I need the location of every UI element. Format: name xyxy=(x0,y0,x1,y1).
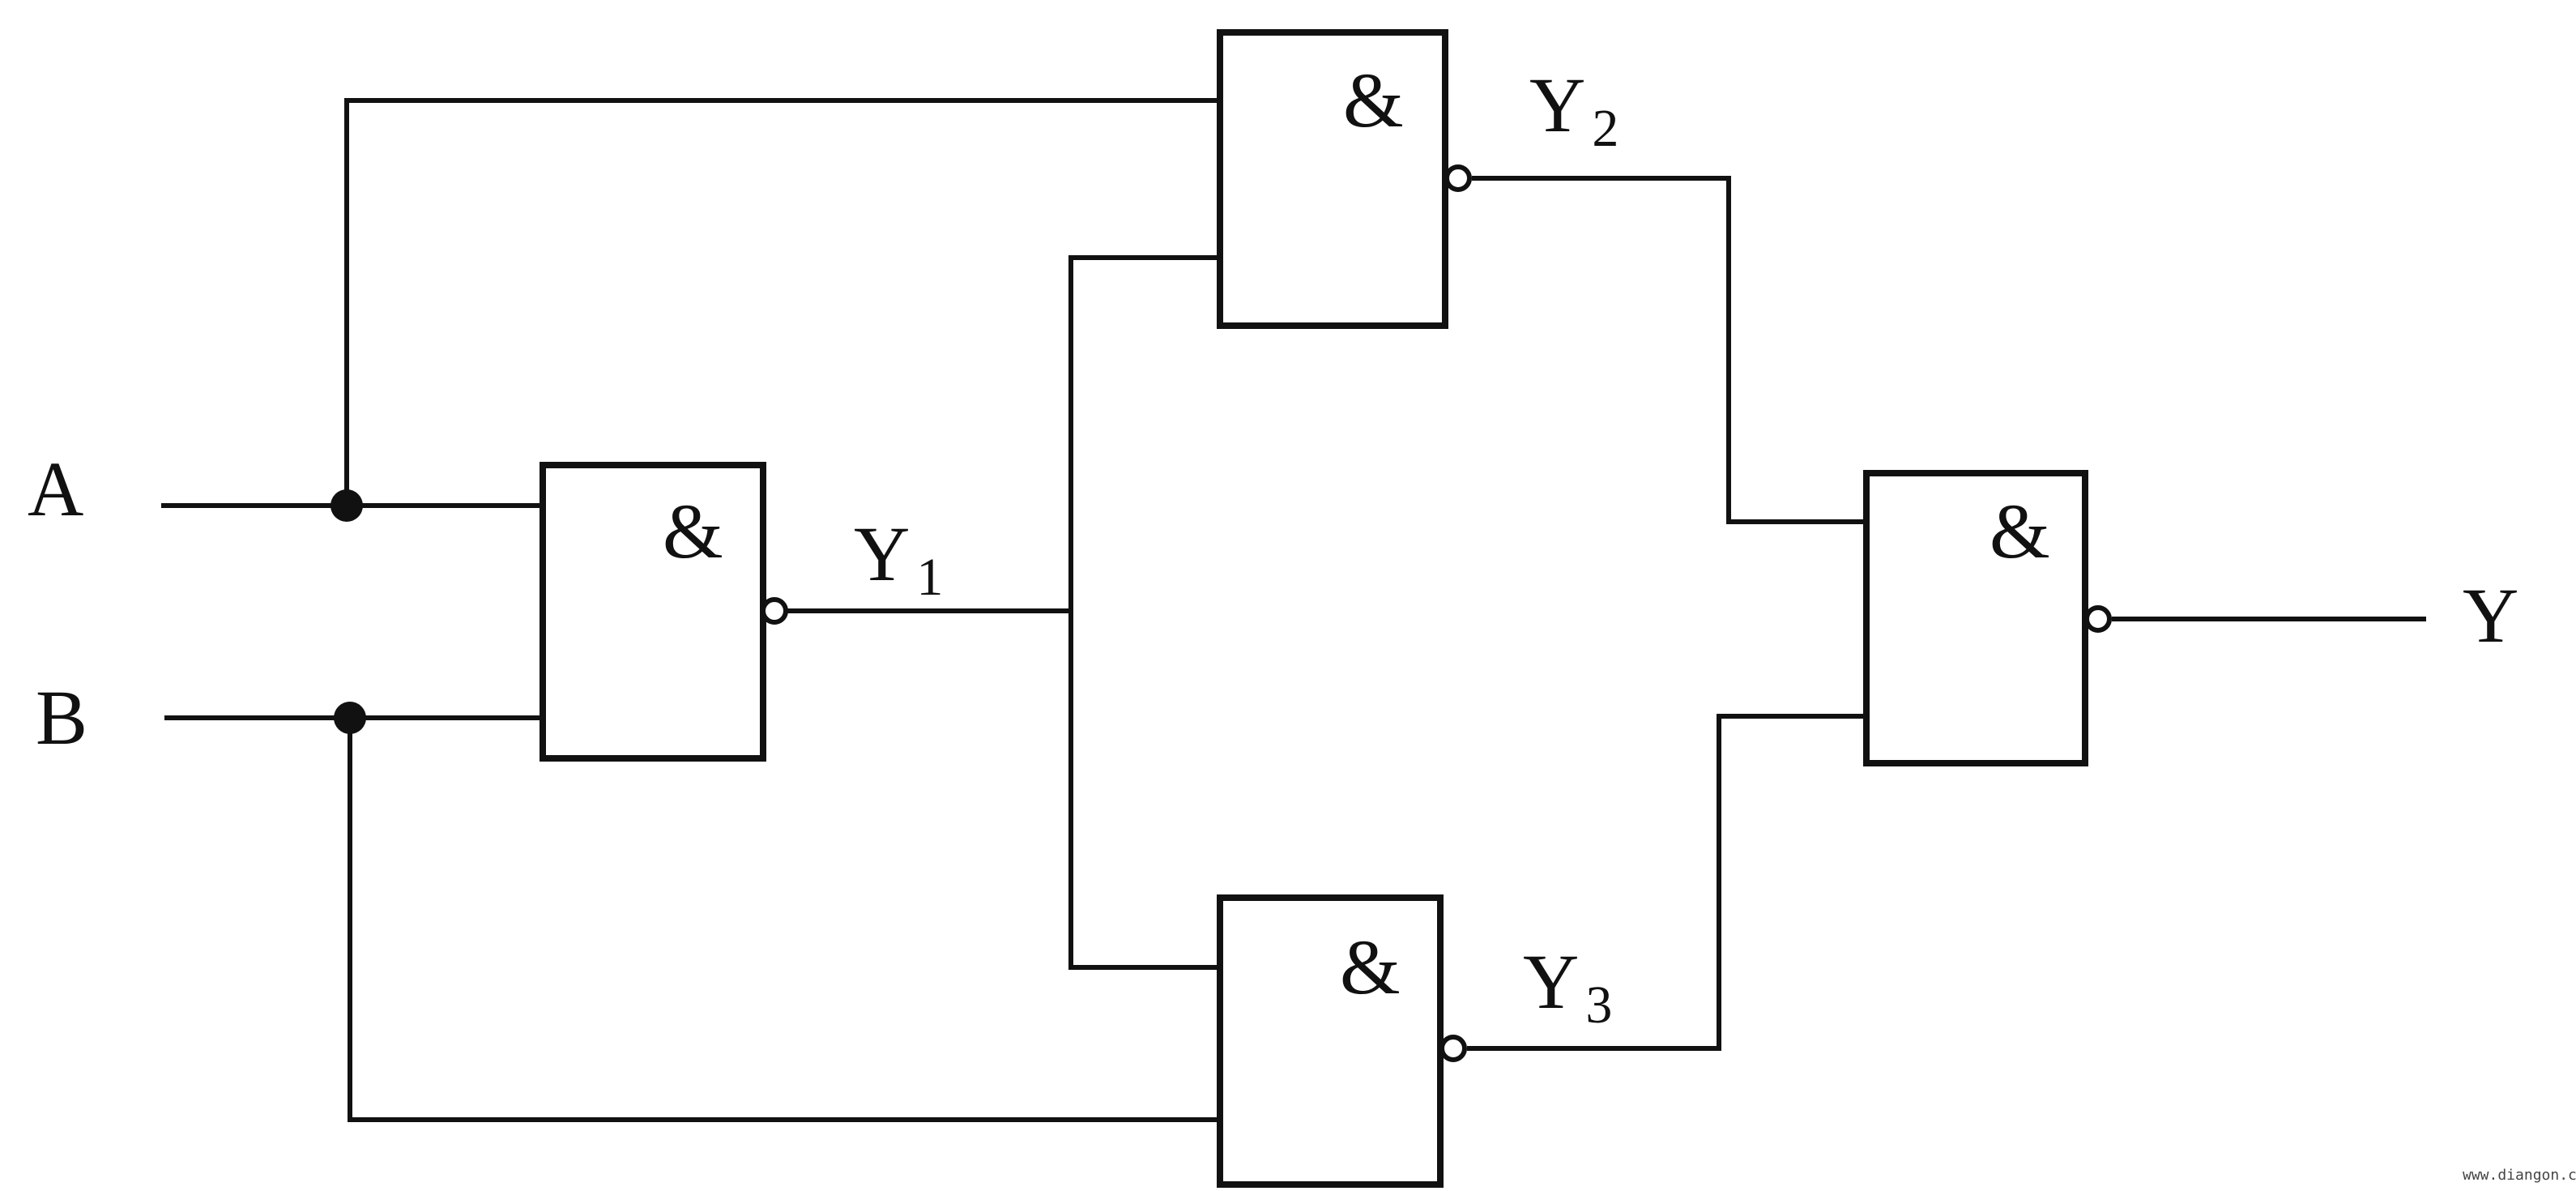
wire-y3 xyxy=(1467,714,1869,1051)
signal-y3-sub: 3 xyxy=(1585,975,1612,1035)
output-label-y: Y xyxy=(2463,572,2518,659)
signal-y2-sub: 2 xyxy=(1592,99,1619,158)
wire-input-b xyxy=(164,715,1222,1122)
nand-gate-3: & xyxy=(1217,894,1467,1188)
wire-y1 xyxy=(780,255,1222,970)
gate-1-inversion-bubble xyxy=(761,597,788,625)
input-label-a: A xyxy=(28,446,83,532)
gate-4-body xyxy=(1863,470,2088,766)
wire-y2 xyxy=(1472,176,1869,524)
junction-b xyxy=(334,702,366,734)
signal-y2-main: Y xyxy=(1529,62,1585,148)
input-label-b: B xyxy=(36,674,87,761)
nand-gate-2: & xyxy=(1217,29,1472,329)
nand-gate-4: & xyxy=(1863,470,2112,766)
gate-2-symbol: & xyxy=(1343,57,1404,143)
gate-3-body xyxy=(1217,894,1444,1188)
gate-1-body xyxy=(540,462,766,762)
signal-y1-main: Y xyxy=(854,510,910,597)
gate-4-symbol: & xyxy=(1990,488,2050,574)
signal-label-y2: Y 2 xyxy=(1529,62,1619,158)
signal-label-y1: Y 1 xyxy=(854,510,943,607)
gate-3-inversion-bubble xyxy=(1439,1035,1467,1062)
signal-y1-sub: 1 xyxy=(916,548,943,607)
gate-3-symbol: & xyxy=(1340,924,1401,1010)
signal-y3-main: Y xyxy=(1523,938,1579,1025)
junction-a xyxy=(331,489,363,522)
signal-label-y3: Y 3 xyxy=(1523,938,1612,1035)
gate-2-inversion-bubble xyxy=(1444,164,1472,192)
gate-2-body xyxy=(1217,29,1448,329)
nand-gate-1: & xyxy=(540,462,788,762)
wire-input-a xyxy=(161,98,1222,508)
gate-4-inversion-bubble xyxy=(2084,605,2112,633)
watermark-text: www.diangon.com xyxy=(2463,1167,2576,1184)
gate-1-symbol: & xyxy=(663,488,723,574)
